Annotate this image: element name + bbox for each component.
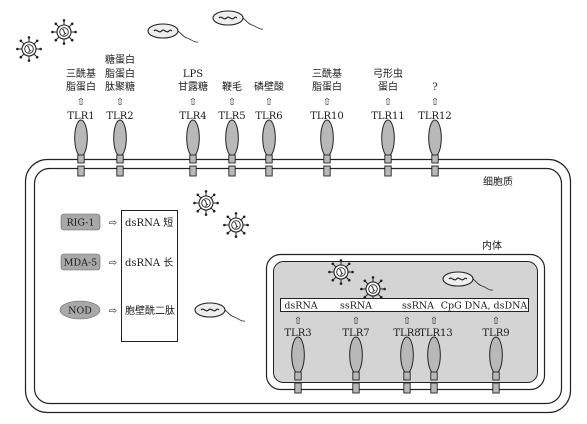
cytoplasmic-sensor: NOD ⇨ 胞壁酰二肽 <box>59 300 175 320</box>
cytoplasm-label: 细胞质 <box>483 175 513 188</box>
endosome-ligand: dsRNA <box>284 301 317 312</box>
ligand-line: 脂蛋白 <box>312 80 342 93</box>
sensor-ligand: dsRNA 短 <box>125 216 173 229</box>
endosomal-tlr: ⇧ TLR13 <box>419 316 453 394</box>
arrow-up-icon: ⇧ <box>228 97 236 108</box>
sensor-ligand: 胞壁酰二肽 <box>125 304 175 317</box>
arrow-up-icon: ⇧ <box>116 97 124 108</box>
virus-icon <box>15 35 43 63</box>
surface-tlr: 磷壁酸 ⇧ TLR6 <box>254 80 284 177</box>
arrow-up-icon: ⇧ <box>430 316 438 327</box>
arrow-up-icon: ⇧ <box>384 97 392 108</box>
tlr-label: TLR4 <box>179 111 206 122</box>
arrow-right-icon: ⇨ <box>109 306 117 317</box>
endosome-inner <box>273 261 538 383</box>
arrow-up-icon: ⇧ <box>431 97 439 108</box>
surface-tlr: 三酰基 脂蛋白 ⇧ TLR10 <box>310 67 344 177</box>
ligand-line: ? <box>432 82 437 93</box>
tlr-label: TLR2 <box>106 111 133 122</box>
ligand-line: 糖蛋白 <box>105 53 135 66</box>
ligand-line: 鞭毛 <box>222 80 242 93</box>
surface-tlr: 糖蛋白 脂蛋白 肽聚糖 ⇧ TLR2 <box>105 53 135 177</box>
cytoplasmic-sensor: MDA-5 ⇨ dsRNA 长 <box>60 253 173 271</box>
virus-icon <box>192 189 220 217</box>
endosome-ligand: CpG DNA, dsDNA <box>441 301 528 312</box>
tlr-label: TLR10 <box>310 111 344 122</box>
endosomal-tlr: ⇧ TLR9 <box>482 316 510 394</box>
ligand-line: 甘露糖 <box>178 80 208 93</box>
sensor-badge <box>60 253 101 271</box>
arrow-right-icon: ⇨ <box>109 218 117 229</box>
arrow-up-icon: ⇧ <box>352 316 360 327</box>
sensor-ligand-box <box>121 210 178 342</box>
tlr-label: TLR5 <box>218 111 245 122</box>
tlr-label: TLR8 <box>393 328 420 339</box>
arrow-up-icon: ⇧ <box>265 97 273 108</box>
surface-tlr: ? ⇧ TLR12 <box>418 82 452 177</box>
endosomal-tlr: ⇧ TLR7 <box>342 316 370 394</box>
arrow-up-icon: ⇧ <box>492 316 500 327</box>
ligand-line: LPS <box>183 69 203 80</box>
arrow-right-icon: ⇨ <box>109 258 117 269</box>
virus-icon <box>222 211 250 239</box>
virus-icon <box>50 18 78 46</box>
endosome-ligand-strip <box>280 298 529 312</box>
sensor-label: NOD <box>68 306 92 317</box>
sensor-label: MDA-5 <box>64 258 97 269</box>
sensor-badge <box>59 300 101 320</box>
ligand-line: 肽聚糖 <box>105 80 135 93</box>
tlr-label: TLR3 <box>284 328 311 339</box>
arrow-up-icon: ⇧ <box>403 316 411 327</box>
ligand-line: 蛋白 <box>378 80 398 93</box>
ligand-line: 脂蛋白 <box>66 80 96 93</box>
endosome-ligand: ssRNA <box>340 301 372 312</box>
virus-icon <box>327 258 355 286</box>
tlr-label: TLR1 <box>67 111 94 122</box>
tlr-label: TLR6 <box>255 111 282 122</box>
surface-tlr: LPS 甘露糖 ⇧ TLR4 <box>178 69 208 177</box>
tlr-label: TLR7 <box>342 328 369 339</box>
ligand-line: 三酰基 <box>66 67 96 80</box>
ligand-line: 磷壁酸 <box>254 80 284 93</box>
cytoplasmic-sensor: RIG-1 ⇨ dsRNA 短 <box>60 213 173 231</box>
ligand-line: 弓形虫 <box>373 68 403 80</box>
surface-tlr: 弓形虫 蛋白 ⇧ TLR11 <box>371 68 405 177</box>
tlr-label: TLR13 <box>419 328 453 339</box>
tlr-label: TLR12 <box>418 111 452 122</box>
endosomal-tlr: ⇧ TLR8 <box>393 316 421 394</box>
arrow-up-icon: ⇧ <box>323 97 331 108</box>
tlr-label: TLR9 <box>482 328 509 339</box>
sensor-label: RIG-1 <box>67 218 95 229</box>
bacterium-icon <box>212 10 264 30</box>
arrow-up-icon: ⇧ <box>77 97 85 108</box>
sensor-ligand: dsRNA 长 <box>125 257 173 269</box>
surface-tlr: 鞭毛 ⇧ TLR5 <box>218 80 246 177</box>
arrow-up-icon: ⇧ <box>189 97 197 108</box>
ligand-line: 脂蛋白 <box>105 67 135 80</box>
surface-tlr: 三酰基 脂蛋白 ⇧ TLR1 <box>66 67 96 177</box>
endosome-ligand: ssRNA <box>402 301 434 312</box>
ligand-line: 三酰基 <box>312 67 342 80</box>
tlr-label: TLR11 <box>371 111 405 122</box>
endosomal-tlr: ⇧ TLR3 <box>284 316 312 394</box>
endosome-label: 内体 <box>482 239 502 252</box>
arrow-up-icon: ⇧ <box>294 316 302 327</box>
bacterium-icon <box>147 23 199 43</box>
sensor-badge <box>60 213 101 231</box>
